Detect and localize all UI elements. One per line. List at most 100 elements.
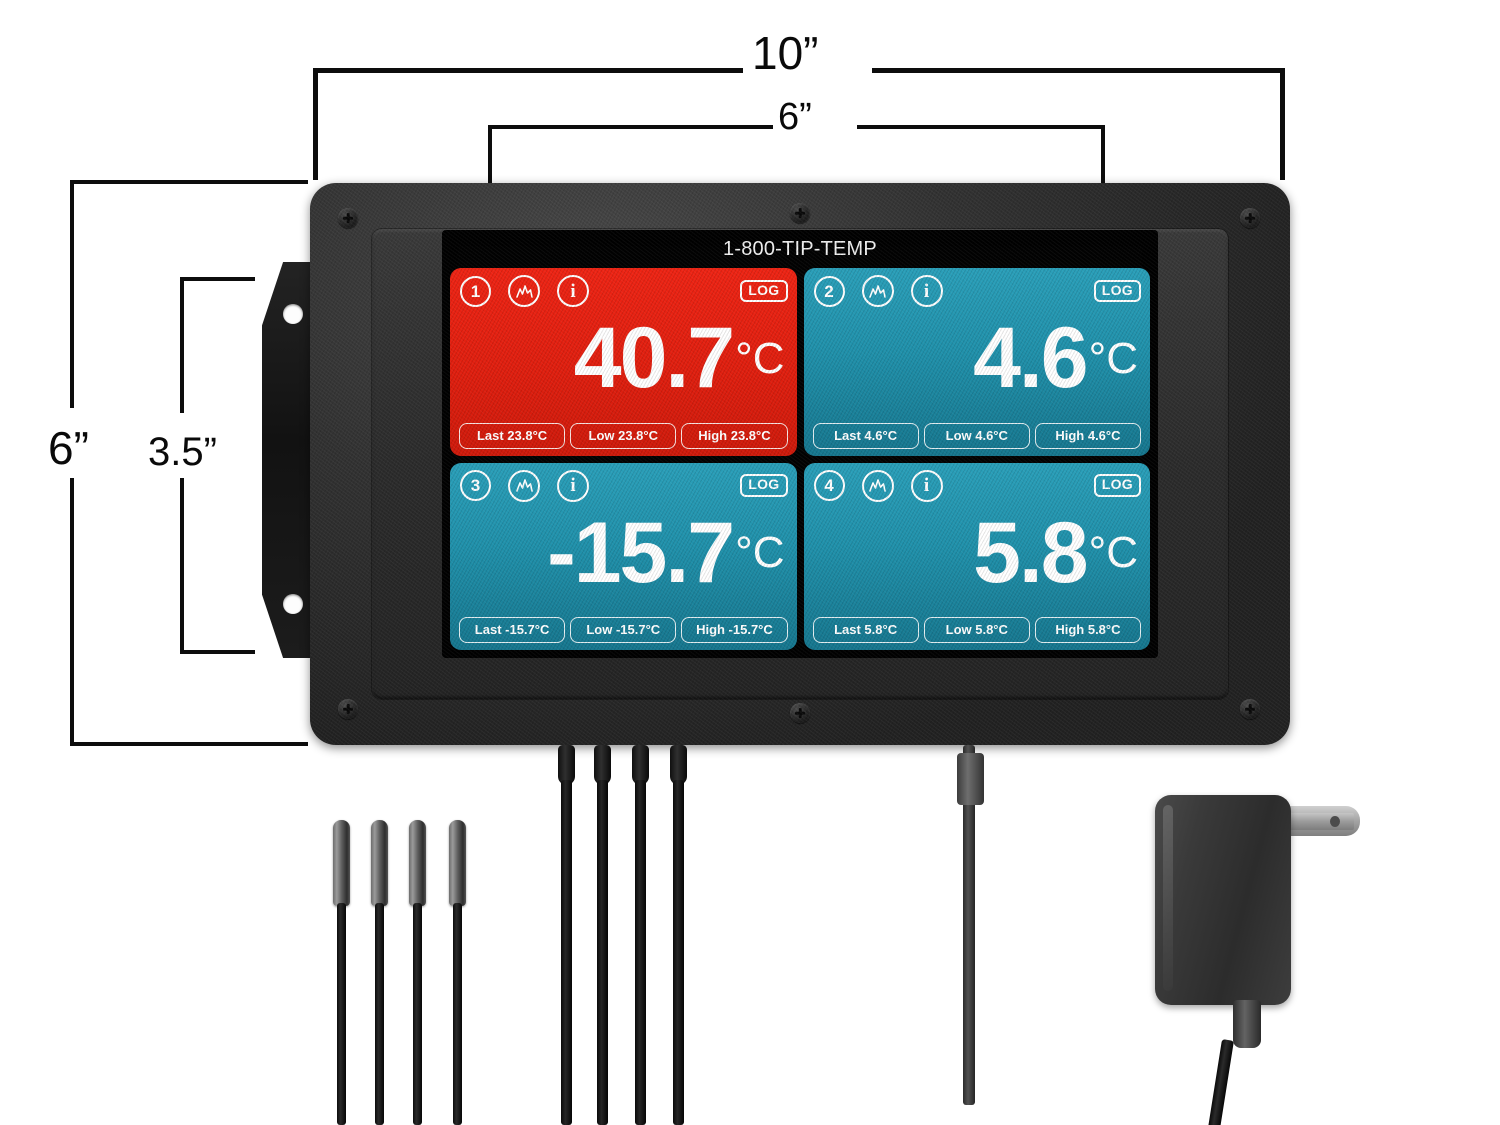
temperature-reading: 5.8 °C bbox=[814, 497, 1138, 611]
adapter-strain-relief bbox=[1233, 1000, 1261, 1048]
cable-strain-relief bbox=[632, 745, 649, 785]
stat-high[interactable]: High -15.7°C bbox=[681, 617, 788, 643]
channel-number-badge: 2 bbox=[813, 275, 845, 307]
probe-cable bbox=[673, 780, 684, 1125]
enclosure-screw bbox=[1240, 699, 1260, 719]
temperature-reading: -15.7 °C bbox=[460, 497, 785, 611]
panel-toolbar: 1 i LOG bbox=[460, 275, 788, 307]
info-icon[interactable]: i bbox=[557, 469, 589, 502]
cable-strain-relief bbox=[594, 745, 611, 785]
channel-grid: 1 i LOG 40.7 °C Last 23.8°C bbox=[450, 268, 1150, 650]
temperature-reading: 40.7 °C bbox=[460, 302, 785, 416]
plug-prong-blade bbox=[1286, 813, 1354, 830]
dimension-tick-overall-width-left bbox=[313, 68, 318, 180]
enclosure-screw bbox=[338, 699, 358, 719]
plug-prong-hole bbox=[1330, 816, 1340, 827]
dimension-label-overall-width: 10” bbox=[752, 27, 819, 79]
stat-last[interactable]: Last 23.8°C bbox=[459, 422, 566, 449]
log-button[interactable]: LOG bbox=[1093, 474, 1141, 497]
enclosure-screw bbox=[790, 203, 810, 223]
chart-icon[interactable] bbox=[508, 469, 540, 502]
temperature-probe-tip bbox=[333, 820, 350, 906]
dimension-line-screen-width-left bbox=[488, 125, 773, 129]
dimension-tick-screen-height-top bbox=[180, 277, 255, 281]
dimension-line-overall-height-bottom bbox=[70, 478, 74, 746]
mounting-hole bbox=[283, 304, 303, 324]
temperature-probe-wire bbox=[413, 903, 422, 1125]
dimension-label-screen-width: 6” bbox=[778, 96, 812, 138]
log-button[interactable]: LOG bbox=[740, 474, 788, 497]
channel-panel-1[interactable]: 1 i LOG 40.7 °C Last 23.8°C bbox=[450, 268, 797, 456]
stat-row: Last 4.6°C Low 4.6°C High 4.6°C bbox=[812, 422, 1142, 449]
enclosure-screw bbox=[1240, 208, 1260, 228]
log-button[interactable]: LOG bbox=[1093, 279, 1141, 303]
dimension-line-screen-height-top bbox=[180, 277, 184, 413]
info-icon[interactable]: i bbox=[910, 275, 943, 307]
channel-panel-4[interactable]: 4 i LOG 5.8 °C Last 5.8°C bbox=[803, 462, 1150, 650]
stat-low[interactable]: Low 4.6°C bbox=[923, 422, 1030, 449]
panel-toolbar: 2 i LOG bbox=[813, 275, 1141, 307]
temperature-probe-wire bbox=[337, 903, 346, 1125]
log-button[interactable]: LOG bbox=[740, 279, 788, 303]
dimension-label-overall-height: 6” bbox=[48, 422, 89, 474]
info-icon[interactable]: i bbox=[910, 469, 943, 502]
power-adapter bbox=[1155, 795, 1291, 1005]
channel-panel-2[interactable]: 2 i LOG 4.6 °C Last 4.6°C bbox=[803, 268, 1150, 456]
info-icon-glyph: i bbox=[570, 280, 576, 302]
enclosure-screw bbox=[790, 703, 810, 723]
probe-cable bbox=[635, 780, 646, 1125]
dimension-tick-screen-height-bottom bbox=[180, 650, 255, 654]
channel-panel-3[interactable]: 3 i LOG -15.7 °C Last -15.7 bbox=[450, 462, 797, 650]
channel-number-badge: 4 bbox=[813, 470, 845, 501]
dimension-tick-screen-width-left bbox=[488, 125, 492, 187]
temperature-probe-tip bbox=[409, 820, 426, 906]
stat-last[interactable]: Last -15.7°C bbox=[459, 617, 566, 643]
temperature-probe-wire bbox=[375, 903, 384, 1125]
chart-icon[interactable] bbox=[861, 275, 894, 307]
chart-icon[interactable] bbox=[861, 469, 894, 502]
temperature-probe-tip bbox=[449, 820, 466, 906]
temperature-value: -15.7 bbox=[547, 504, 735, 601]
stat-high[interactable]: High 23.8°C bbox=[681, 422, 788, 449]
stat-low[interactable]: Low 5.8°C bbox=[923, 617, 1030, 643]
stat-low[interactable]: Low -15.7°C bbox=[570, 617, 677, 643]
dimension-line-overall-width-right bbox=[872, 68, 1285, 73]
stat-low[interactable]: Low 23.8°C bbox=[570, 422, 677, 449]
stat-last[interactable]: Last 5.8°C bbox=[812, 617, 919, 643]
dimension-line-screen-height-bottom bbox=[180, 478, 184, 654]
probe-cable bbox=[561, 780, 572, 1125]
chart-icon[interactable] bbox=[508, 275, 540, 307]
stat-row: Last 23.8°C Low 23.8°C High 23.8°C bbox=[459, 422, 788, 449]
power-connector bbox=[957, 753, 984, 805]
lcd-screen[interactable]: 1-800-TIP-TEMP 1 i LOG bbox=[442, 230, 1158, 658]
adapter-cable bbox=[1207, 1039, 1234, 1125]
temperature-probe-tip bbox=[371, 820, 388, 906]
mounting-hole bbox=[283, 594, 303, 614]
cable-strain-relief bbox=[670, 745, 687, 785]
temperature-reading: 4.6 °C bbox=[814, 302, 1138, 416]
panel-toolbar: 4 i LOG bbox=[813, 469, 1141, 502]
dimension-line-overall-width-left bbox=[313, 68, 743, 73]
device-enclosure: 1-800-TIP-TEMP 1 i LOG bbox=[310, 183, 1290, 745]
brand-phone-label: 1-800-TIP-TEMP bbox=[723, 238, 877, 260]
dimension-tick-screen-width-right bbox=[1101, 125, 1105, 187]
info-icon-glyph: i bbox=[570, 475, 576, 496]
temperature-unit: °C bbox=[735, 333, 785, 383]
probe-cable bbox=[597, 780, 608, 1125]
temperature-value: 5.8 bbox=[973, 504, 1089, 601]
dimension-tick-overall-height-bottom bbox=[70, 742, 308, 746]
dimension-line-overall-height-top bbox=[70, 180, 74, 408]
temperature-probe-wire bbox=[453, 903, 462, 1125]
channel-number-badge: 3 bbox=[460, 470, 491, 501]
stat-high[interactable]: High 4.6°C bbox=[1034, 422, 1142, 449]
cable-strain-relief bbox=[558, 745, 575, 785]
temperature-unit: °C bbox=[735, 528, 785, 578]
info-icon[interactable]: i bbox=[557, 275, 589, 307]
stat-high[interactable]: High 5.8°C bbox=[1034, 617, 1142, 643]
temperature-value: 40.7 bbox=[573, 310, 735, 407]
stat-last[interactable]: Last 4.6°C bbox=[812, 422, 919, 449]
stat-row: Last 5.8°C Low 5.8°C High 5.8°C bbox=[812, 617, 1142, 643]
channel-number-badge: 1 bbox=[460, 275, 491, 307]
panel-toolbar: 3 i LOG bbox=[460, 469, 788, 502]
